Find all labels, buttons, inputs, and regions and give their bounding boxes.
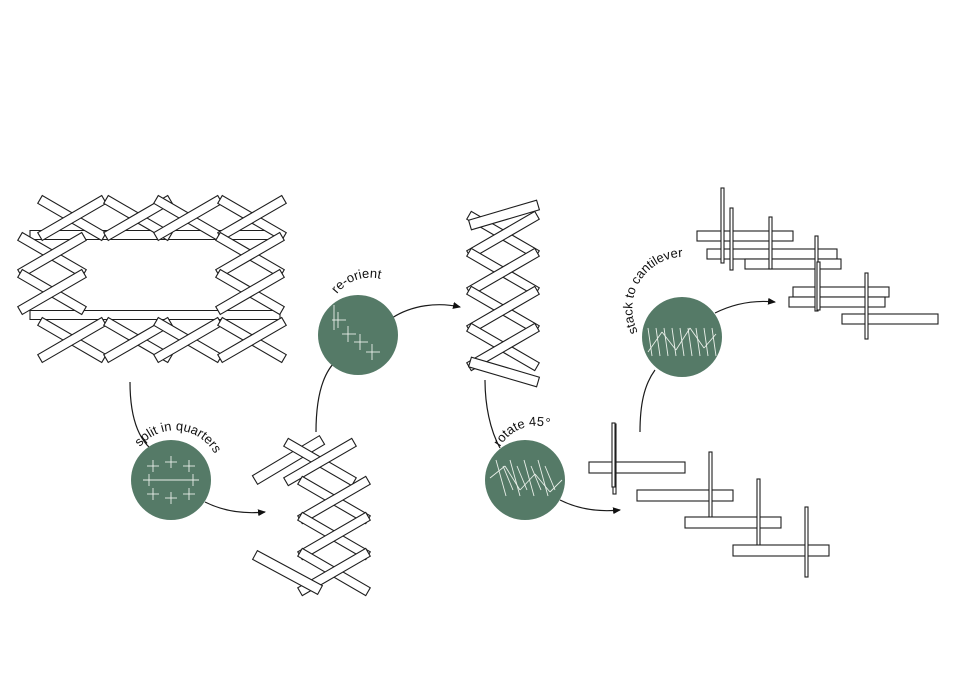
step-label-reorient: re-orient — [328, 266, 383, 296]
connector-rotate-to-planks — [560, 500, 620, 511]
re-orient-icon — [318, 295, 398, 375]
split-quarters-icon — [131, 440, 211, 520]
stack-plank — [793, 287, 889, 297]
stack-plank — [745, 259, 841, 269]
horizontal-plank — [589, 462, 685, 473]
connector-cantilever-to-stack — [715, 301, 775, 313]
vertical-post — [612, 423, 615, 487]
vertical-post — [709, 452, 712, 522]
stack-post — [721, 188, 724, 263]
horizontal-plank — [637, 490, 733, 501]
stack-plank — [697, 231, 793, 241]
stack-plank — [842, 314, 938, 324]
stack-post — [730, 208, 733, 270]
quarter-segment-structure — [252, 436, 370, 596]
connector-reorient-to-column — [392, 305, 460, 318]
reoriented-column-structure — [467, 200, 540, 387]
cantilever-icon — [642, 297, 722, 377]
rotated-plank-structure — [589, 423, 829, 577]
stack-post — [769, 217, 772, 269]
cantilever-stack-structure — [697, 188, 938, 339]
stack-post — [865, 273, 868, 339]
connector-planks-to-cantilever — [640, 370, 655, 432]
lattice-plank — [30, 311, 280, 320]
horizontal-plank — [685, 517, 781, 528]
stack-post — [817, 262, 820, 310]
vertical-post — [805, 507, 808, 577]
connector-split-to-quarter — [205, 502, 265, 513]
stack-plank — [789, 297, 885, 307]
lattice-ring-structure — [18, 196, 287, 363]
rotate-icon — [485, 440, 565, 520]
connector-quarter-to-reorient — [316, 360, 337, 432]
horizontal-plank — [733, 545, 829, 556]
vertical-post — [757, 479, 760, 549]
